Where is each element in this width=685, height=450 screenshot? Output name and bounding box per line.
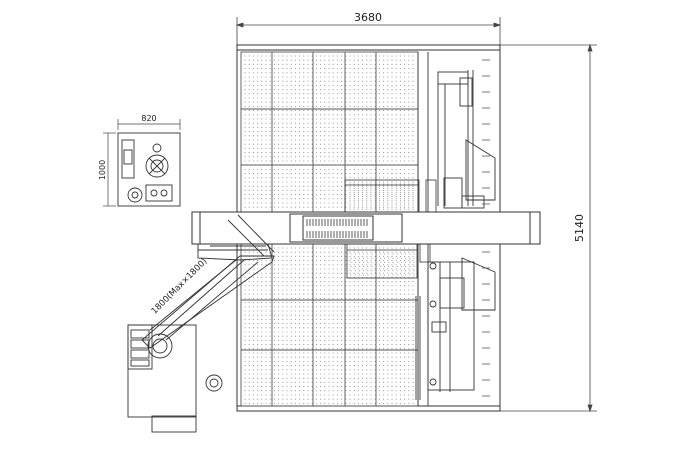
gantry-vent-slots [306,219,368,238]
overall-height-label: 5140 [573,214,586,242]
overall-width-dimension [235,17,502,45]
overall-height-dimension [500,43,597,413]
control-box [117,132,181,207]
loader-arm [141,214,275,349]
gantry-head [344,179,437,279]
upper-table-panels [240,51,419,213]
vacuum-hole-pattern [244,55,415,404]
lower-table-panels [240,243,419,407]
control-box-dimension [103,119,181,207]
gantry-beam [191,211,541,245]
loader-cabinet [127,324,223,433]
control-box-width-label: 820 [141,114,156,123]
overall-width-label: 3680 [354,11,382,24]
control-box-height-label: 1000 [98,160,107,180]
